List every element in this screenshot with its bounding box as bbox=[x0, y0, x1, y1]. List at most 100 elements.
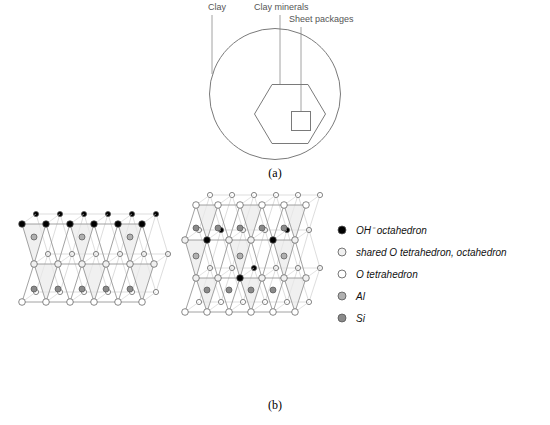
atom-dot bbox=[237, 202, 244, 209]
clay-circle: ClayClay mineralsSheet packages bbox=[209, 28, 341, 160]
legend-swatch bbox=[336, 224, 348, 236]
front-bonds bbox=[185, 205, 306, 312]
atom-dot bbox=[204, 287, 210, 293]
clay-circle-outline bbox=[209, 28, 341, 160]
atom-dot bbox=[67, 221, 74, 228]
legend-row: OH⁻ octahedron bbox=[336, 219, 507, 241]
atom-dot bbox=[127, 261, 134, 268]
atom-dot bbox=[237, 225, 243, 231]
atom-dot bbox=[281, 253, 287, 259]
legend-text: shared O tetrahedron, octahedron bbox=[356, 247, 507, 258]
atom-dot bbox=[31, 234, 37, 240]
atom-dot bbox=[204, 237, 211, 244]
atom-dot bbox=[19, 221, 26, 228]
atom-dot bbox=[270, 237, 277, 244]
depth-bonds bbox=[22, 214, 168, 302]
atom-dot bbox=[226, 309, 233, 316]
atom-dot bbox=[79, 261, 86, 268]
atom-dot bbox=[281, 275, 288, 282]
leader-line bbox=[212, 15, 213, 74]
atom-dot bbox=[259, 275, 266, 282]
legend-row: O tetrahedron bbox=[336, 263, 507, 285]
atom-dot bbox=[139, 299, 146, 306]
atom-dot bbox=[79, 234, 85, 240]
legend-row: shared O tetrahedron, octahedron bbox=[336, 241, 507, 263]
legend: OH⁻ octahedron shared O tetrahedron, octa… bbox=[336, 219, 507, 329]
part-label: Clay minerals bbox=[253, 2, 310, 13]
atom-dot bbox=[215, 225, 221, 231]
atom-dots bbox=[193, 225, 287, 293]
atom-dot bbox=[103, 286, 109, 292]
legend-text: Si bbox=[356, 313, 365, 324]
depth-bonds bbox=[185, 195, 320, 312]
clay-structure-1-1 bbox=[19, 211, 171, 305]
atom-dot bbox=[193, 202, 200, 209]
atom-dot bbox=[237, 275, 244, 282]
legend-swatch bbox=[336, 290, 348, 302]
atom-dot bbox=[67, 299, 74, 306]
atom-dot bbox=[115, 221, 122, 228]
sheet-package-square: Sheet packages bbox=[291, 111, 311, 131]
legend-text: Al bbox=[356, 291, 365, 302]
atom-dot bbox=[270, 287, 276, 293]
clay-mineral-hexagon: Clay mineralsSheet packages bbox=[254, 84, 326, 144]
atom-dot bbox=[43, 299, 50, 306]
part-label: Sheet packages bbox=[288, 14, 355, 25]
atom-dot bbox=[127, 286, 133, 292]
atom-dot bbox=[193, 275, 200, 282]
legend-text: OH⁻ octahedron bbox=[356, 223, 427, 237]
panel-label: (a) bbox=[268, 166, 281, 180]
part-label: Clay bbox=[207, 2, 227, 13]
leader-line bbox=[280, 15, 281, 84]
atom-dot bbox=[204, 309, 211, 316]
atom-dot bbox=[215, 275, 222, 282]
atom-dots bbox=[31, 234, 133, 292]
legend-text: O tetrahedron bbox=[356, 269, 418, 280]
atom-dot bbox=[79, 286, 85, 292]
hexagon-outline bbox=[255, 85, 326, 144]
clay-mineral-hexagon-outline bbox=[254, 84, 326, 144]
atom-dot bbox=[55, 286, 61, 292]
front-bonds bbox=[22, 224, 154, 302]
legend-swatch bbox=[336, 246, 348, 258]
atom-dots bbox=[19, 221, 158, 306]
atom-dot bbox=[139, 221, 146, 228]
atom-dots bbox=[196, 192, 322, 304]
atom-dot bbox=[292, 309, 299, 316]
atom-dot bbox=[237, 253, 243, 259]
atom-dot bbox=[151, 261, 158, 268]
atom-dot bbox=[43, 221, 50, 228]
atom-dot bbox=[303, 275, 310, 282]
atom-dot bbox=[303, 202, 310, 209]
atom-dot bbox=[259, 202, 266, 209]
atom-dot bbox=[248, 287, 254, 293]
legend-swatch bbox=[336, 268, 348, 280]
atom-dot bbox=[182, 237, 189, 244]
polyhedron-faces bbox=[185, 205, 306, 312]
atom-dot bbox=[91, 299, 98, 306]
atom-dot bbox=[115, 299, 122, 306]
atom-dots bbox=[182, 202, 310, 316]
legend-row: Al bbox=[336, 285, 507, 307]
atom-dot bbox=[270, 309, 277, 316]
clay-structure-2-1 bbox=[182, 192, 323, 315]
leader-line bbox=[301, 27, 302, 111]
atom-dot bbox=[193, 225, 199, 231]
legend-row: Si bbox=[336, 307, 507, 329]
atom-dot bbox=[281, 202, 288, 209]
atom-dot bbox=[281, 225, 287, 231]
panel-label: (b) bbox=[268, 398, 282, 412]
atom-dot bbox=[248, 237, 255, 244]
atom-dot bbox=[259, 225, 265, 231]
circle-outline bbox=[210, 29, 341, 160]
legend-swatch bbox=[336, 312, 348, 324]
atom-dot bbox=[182, 309, 189, 316]
square-outline bbox=[292, 112, 311, 131]
polyhedron-faces bbox=[22, 224, 154, 302]
sheet-package-square-outline bbox=[291, 111, 311, 131]
atom-dot bbox=[31, 286, 37, 292]
